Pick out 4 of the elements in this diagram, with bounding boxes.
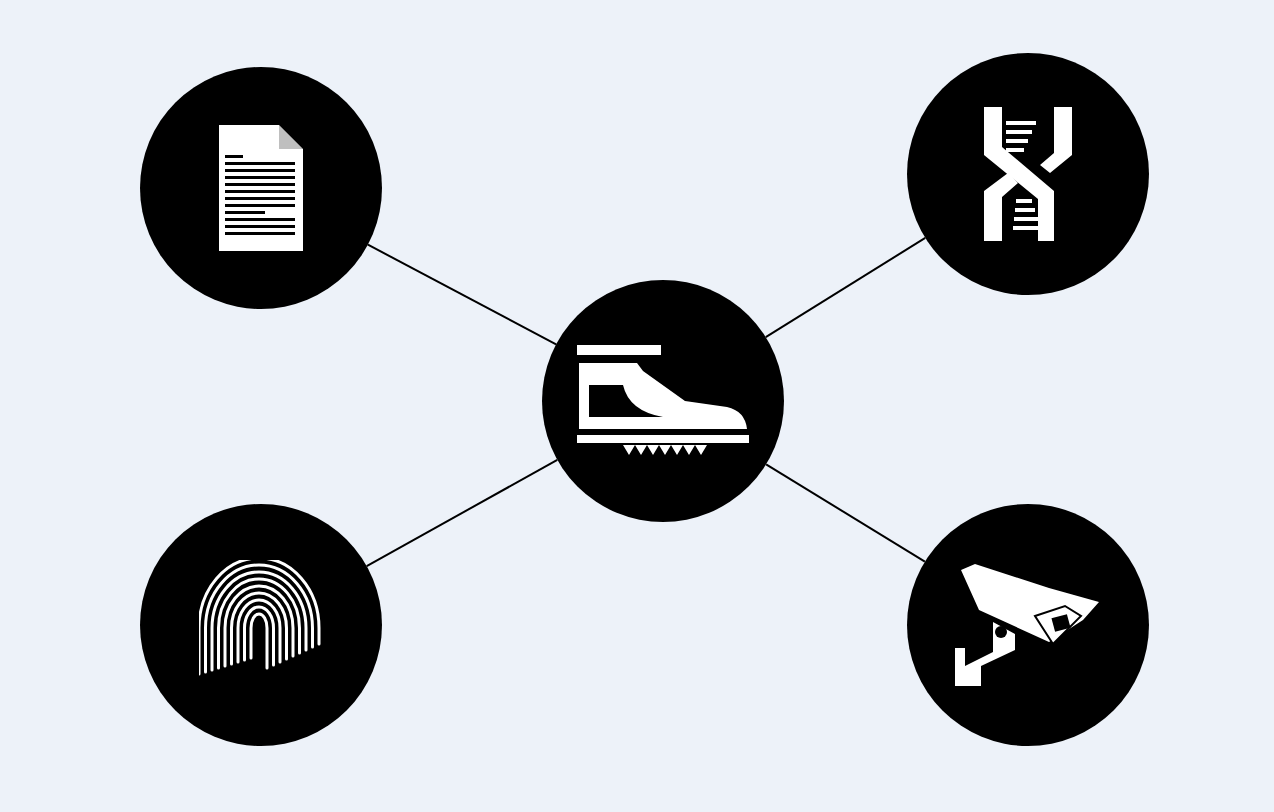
connector-line — [764, 236, 927, 339]
connector-line — [365, 458, 559, 568]
connector-line — [765, 463, 926, 563]
connector-line — [366, 243, 558, 346]
